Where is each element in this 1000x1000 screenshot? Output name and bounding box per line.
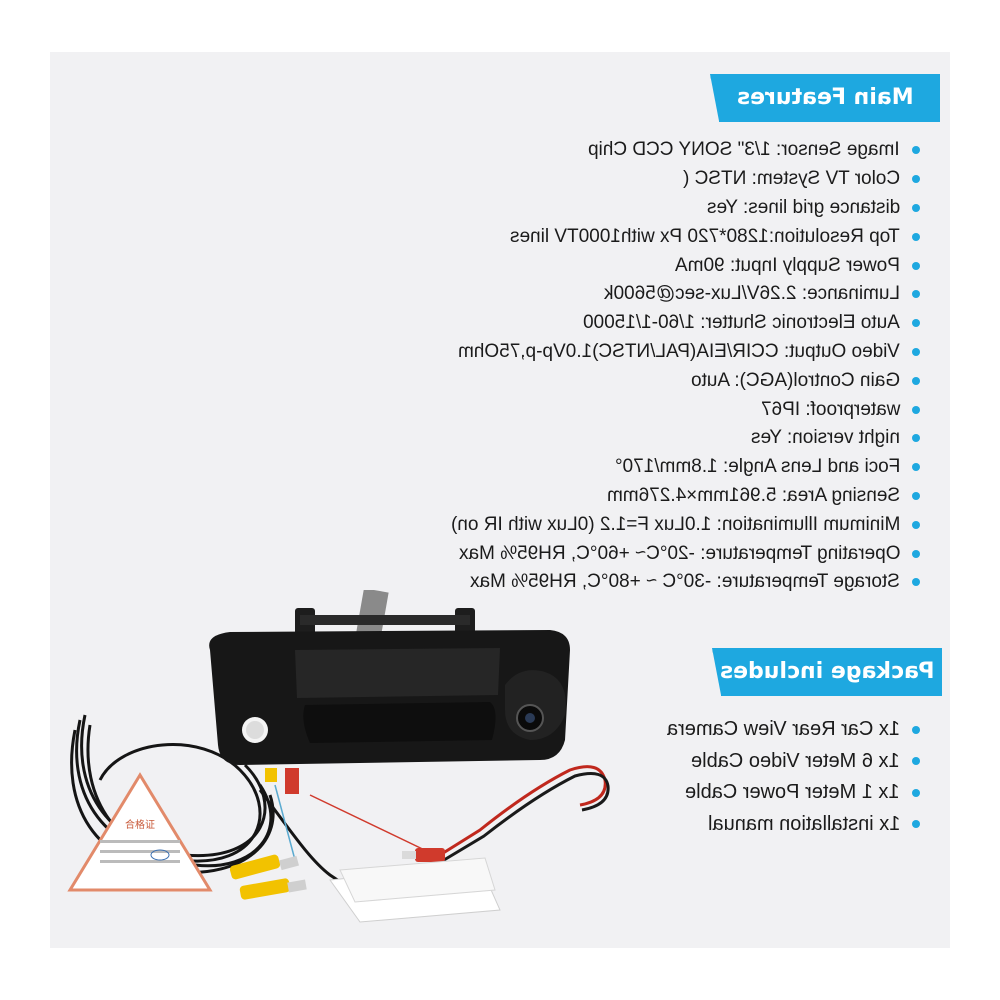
tailgate-camera-photo: 合格证 (67, 590, 610, 923)
bullet-icon (912, 578, 920, 587)
bullet-icon (912, 290, 920, 299)
main-features-banner: Main Features (710, 74, 940, 122)
bullet-icon (912, 463, 920, 472)
feature-item: Image Sensor: 1/3" SONY CCD Chip (451, 136, 920, 165)
feature-item: Auto Electronic Shutter: 1/60-1/15000 (451, 309, 920, 338)
bullet-icon (912, 434, 920, 443)
feature-item: Color TV System: NTSC ( (451, 165, 920, 194)
package-list: 1x Car Rear View Camera 1x 6 Meter Video… (667, 714, 920, 840)
bullet-icon (912, 549, 920, 558)
feature-item: Luminance: 2.26V/Lux-sec@5600k (451, 280, 920, 309)
bullet-icon (912, 261, 920, 270)
bullet-icon (912, 175, 920, 184)
certificate-tag: 合格证 (67, 772, 213, 892)
certificate-label: 合格证 (125, 818, 155, 831)
feature-item: Gain Control(AGC): Auto (451, 366, 920, 395)
bullet-icon (912, 757, 920, 766)
package-item: 1x 6 Meter Video Cable (667, 746, 920, 778)
feature-item: Power Supply Input: 90mA (451, 251, 920, 280)
bullet-icon (912, 520, 920, 529)
feature-item: Foci and Lens Angle: 1.8mm/170° (451, 453, 920, 482)
bullet-icon (912, 232, 920, 241)
installation-manual (329, 857, 501, 923)
bullet-icon (912, 725, 920, 734)
feature-item: Sensing Area: 5.961mm×4.276mm (451, 482, 920, 511)
feature-item: waterproof: IP67 (451, 395, 920, 424)
bullet-icon (912, 319, 920, 328)
bullet-icon (912, 203, 920, 212)
tailgate-handle (209, 590, 570, 765)
bullet-icon (912, 788, 920, 797)
package-includes-banner: Package includes (712, 648, 942, 696)
feature-list: Image Sensor: 1/3" SONY CCD Chip Color T… (451, 136, 920, 597)
bullet-icon (912, 146, 920, 155)
connectors (229, 765, 610, 900)
main-features-title: Main Features (736, 85, 914, 110)
feature-item: Operating Temperature: -20°C~ +60°C, RH9… (451, 539, 920, 568)
package-item: 1x Car Rear View Camera (667, 714, 920, 746)
package-item: 1x installation manual (667, 809, 920, 841)
bullet-icon (912, 820, 920, 829)
bullet-icon (912, 347, 920, 356)
feature-item: distance grid lines: Yes (451, 194, 920, 223)
rear-camera (505, 670, 566, 740)
bullet-icon (912, 491, 920, 500)
feature-item: Storage Temperature: -30°C ~ +80°C, RH95… (451, 568, 920, 597)
package-item: 1x 1 Meter Power Cable (667, 777, 920, 809)
feature-item: Top Resolution:1280*720 Px with1000TV li… (451, 222, 920, 251)
feature-item: Minimum Illumination: 1.0Lux F=1.2 (0Lux… (451, 510, 920, 539)
feature-item: Video Output: CCIR/EIA(PAL/NTSC)1.0Vp-p,… (451, 338, 920, 367)
package-includes-title: Package includes (719, 659, 935, 684)
product-panel (50, 52, 950, 948)
feature-item: night version: Yes (451, 424, 920, 453)
bullet-icon (912, 376, 920, 385)
bullet-icon (912, 405, 920, 414)
